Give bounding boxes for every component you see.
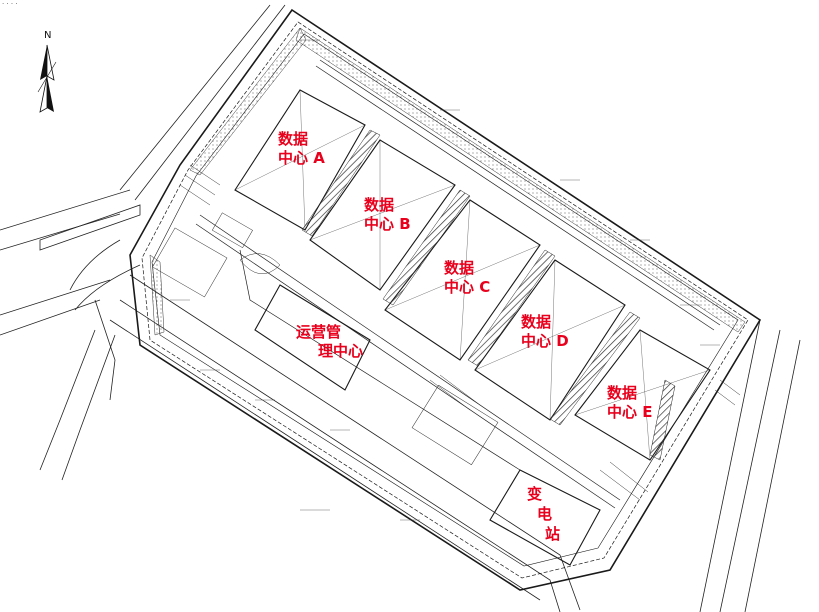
roads: [0, 4, 801, 612]
site-boundary: [129, 8, 762, 591]
site-details: [152, 164, 741, 501]
north-arrow-icon: [37, 44, 57, 113]
building-ops: [254, 284, 371, 391]
buildings: [234, 89, 711, 566]
north-label: N: [44, 30, 52, 41]
equipment-yards: [301, 129, 676, 461]
label-data-center-e: 数据 中心 E: [607, 384, 653, 421]
internal-road: [195, 59, 721, 509]
corner-text: · · · ·: [2, 0, 18, 8]
label-data-center-a: 数据 中心 A: [278, 130, 325, 167]
label-data-center-b: 数据 中心 B: [364, 196, 411, 233]
label-substation: 变 电 站: [527, 485, 561, 543]
building-substation: [489, 469, 601, 566]
annotation-ticks: [170, 39, 720, 521]
label-data-center-d: 数据 中心 D: [521, 313, 569, 350]
label-data-center-c: 数据 中心 C: [444, 259, 491, 296]
label-operations-center: 运营管 理中心: [296, 323, 364, 360]
